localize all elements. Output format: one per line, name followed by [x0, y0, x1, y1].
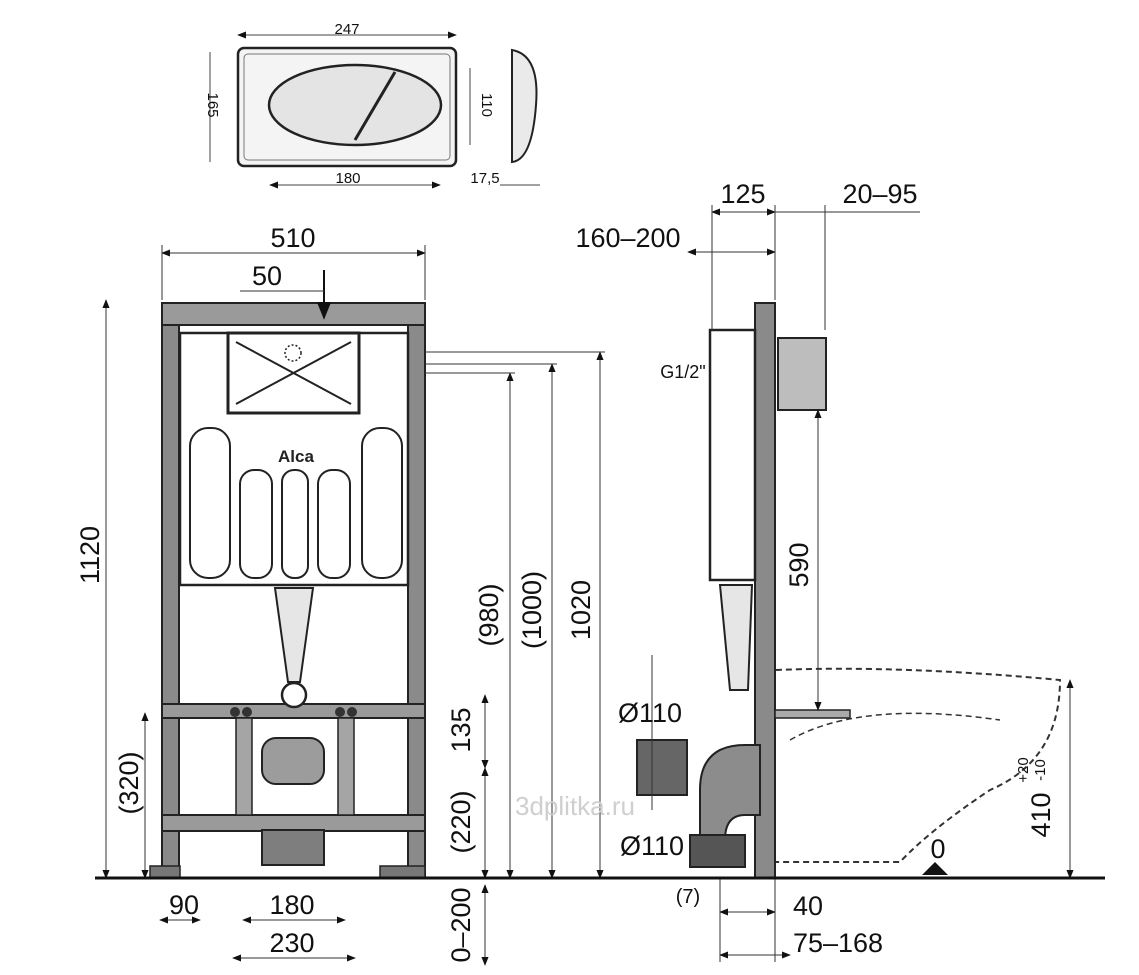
frame-width-label: 510: [270, 223, 315, 253]
depth-40-label: 40: [793, 891, 823, 921]
left-frame-post: [161, 302, 180, 879]
pipe-top-label: Ø110: [618, 698, 682, 728]
right-foot: [379, 865, 426, 879]
right-frame-post: [407, 302, 426, 879]
side-view: 160–200 125 20–95 G1/2" 590 Ø110 Ø110 0 …: [575, 179, 1074, 962]
dual-flush-divider: [353, 71, 397, 141]
oval-height-label: 110: [478, 93, 495, 117]
inlet-offset-label: 50: [252, 261, 282, 291]
flush-plate-side-profile: [511, 48, 538, 164]
thread-label: G1/2": [660, 362, 705, 382]
range-20-95-label: 20–95: [842, 179, 917, 209]
side-drain-elbow: [699, 744, 761, 841]
flush-pipe: [273, 587, 315, 683]
flush-outlet: [280, 681, 308, 709]
height-1000-label: (1000): [517, 571, 547, 649]
top-crossbar: [161, 302, 426, 326]
toilet-bowl-outline: [775, 667, 1062, 863]
front-view: Alca: [75, 223, 605, 966]
brand-logo-text: Alca: [278, 447, 314, 466]
tolerance-minus-label: -10: [1032, 759, 1049, 781]
bottom-crossbar: [161, 814, 426, 832]
gap-7-label: (7): [676, 886, 700, 908]
pipe-110-bottom: [689, 834, 746, 868]
oval-width-label: 180: [335, 170, 360, 187]
seat-height-label: 410: [1026, 792, 1056, 837]
bolt-180-label: 180: [269, 890, 314, 920]
bolt-230-label: 230: [269, 928, 314, 958]
range-75-168-label: 75–168: [793, 928, 883, 958]
pipe-110-top: [636, 739, 688, 796]
drain-elbow: [261, 737, 325, 785]
plate-height-label: 165: [204, 92, 221, 117]
flush-plate-view: 247 165 110 180 17,5: [204, 21, 540, 189]
plate-depth-label: 17,5: [470, 170, 499, 187]
tolerance-plus-label: +20: [1015, 757, 1032, 782]
adjust-label: 0–200: [446, 887, 476, 962]
drain-bottom: [261, 829, 325, 866]
height-980-label: (980): [474, 583, 504, 646]
total-height-label: 1120: [75, 526, 105, 584]
floor-zero-label: 0: [930, 834, 945, 864]
side-flush-plate-housing: [777, 337, 827, 411]
plate-width-label: 247: [334, 21, 359, 38]
height-1020-label: 1020: [566, 580, 596, 640]
left-foot: [149, 865, 181, 879]
height-320-label: (320): [114, 751, 144, 814]
side-flush-pipe: [718, 584, 754, 691]
height-590-label: 590: [784, 542, 814, 587]
height-220-label: (220): [446, 790, 476, 853]
foot-90-label: 90: [169, 890, 199, 920]
height-135-label: 135: [446, 707, 476, 752]
pipe-bottom-label: Ø110: [620, 831, 684, 861]
watermark-text: 3dplitka.ru: [515, 791, 635, 821]
side-flush-connector: [774, 709, 851, 719]
flush-button-oval: [267, 63, 443, 147]
floor-zero-marker: [922, 862, 948, 875]
side-cistern: [708, 328, 757, 582]
depth-125-label: 125: [720, 179, 765, 209]
range-160-200-label: 160–200: [575, 223, 680, 253]
